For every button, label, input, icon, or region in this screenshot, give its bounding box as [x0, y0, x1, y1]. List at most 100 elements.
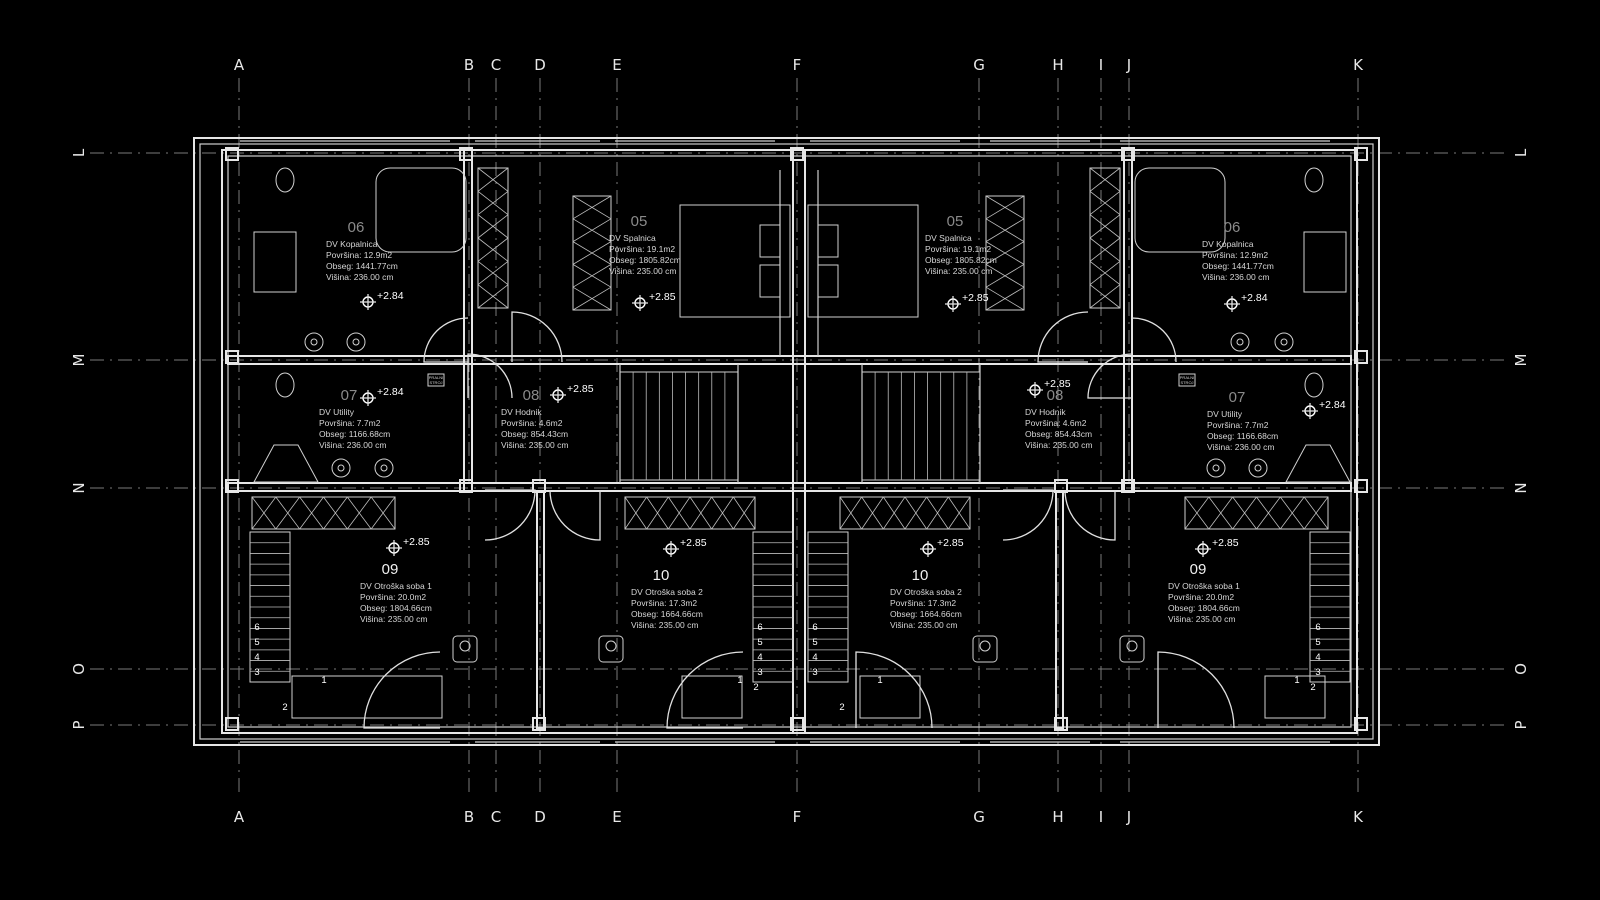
- furniture-mark: 2: [839, 702, 844, 713]
- wardrobe-hatch: [1256, 496, 1281, 530]
- wardrobe-hatch: [477, 237, 509, 262]
- pillow: [817, 264, 839, 298]
- door-entry: [363, 651, 441, 729]
- level-value: +2.85: [403, 536, 430, 548]
- grid-label-bottom: C: [491, 808, 501, 826]
- room-number: 08: [523, 387, 540, 404]
- toilet: [1304, 372, 1324, 398]
- stair-step-number: 6: [757, 622, 762, 633]
- column: [1354, 147, 1368, 161]
- room-height: Višina: 235.00 cm: [631, 620, 698, 630]
- furniture-mark: 2: [282, 702, 287, 713]
- stair-step-number: 5: [757, 637, 762, 648]
- sink: [346, 332, 366, 352]
- level-value: +2.85: [567, 383, 594, 395]
- desk: [291, 675, 443, 719]
- wardrobe-hatch: [251, 496, 277, 530]
- room-perimeter: Obseg: 1804.66cm: [360, 603, 432, 613]
- column: [790, 717, 804, 731]
- sink-drain: [1236, 338, 1244, 346]
- wall-N: [227, 482, 1352, 492]
- grid-label-bottom: K: [1353, 808, 1364, 826]
- grid-label-bottom: B: [464, 808, 474, 826]
- room-height: Višina: 235.00 cm: [501, 440, 568, 450]
- level-value: +2.85: [680, 537, 707, 549]
- wardrobe-hatch: [689, 496, 712, 530]
- bed: [679, 204, 791, 318]
- wall-B-left: [463, 149, 473, 492]
- stairs: [619, 371, 981, 481]
- room-name: DV Utility: [1207, 409, 1243, 419]
- furniture-mark: 1: [321, 675, 326, 686]
- room-area: Površina: 20.0m2: [1168, 592, 1234, 602]
- room-height: Višina: 236.00 cm: [1202, 272, 1269, 282]
- grid-label-left: P: [70, 720, 88, 729]
- room-perimeter: Obseg: 1166.68cm: [319, 429, 390, 439]
- wall-D-left: [536, 490, 545, 729]
- room-perimeter: Obseg: 1166.68cm: [1207, 431, 1278, 441]
- outer-wall: [193, 137, 1380, 746]
- chair: [1119, 635, 1145, 663]
- room-height: Višina: 236.00 cm: [1207, 442, 1274, 452]
- bath-cabinet: [253, 231, 297, 293]
- washing-machine: [427, 373, 445, 387]
- wardrobe-hatch: [985, 195, 1025, 220]
- wall-H-right: [1055, 490, 1064, 729]
- grid-label-right: M: [1512, 354, 1530, 367]
- door-bath: [1131, 317, 1177, 363]
- wardrobe-hatch: [299, 496, 324, 530]
- level-value: +2.84: [377, 290, 404, 302]
- chair: [972, 635, 998, 663]
- wardrobe-hatch: [733, 496, 756, 530]
- sink-drain: [1254, 464, 1262, 472]
- room-area: Površina: 4.6m2: [501, 418, 563, 428]
- grid-label-bottom: F: [793, 808, 802, 826]
- grid-label-top: E: [612, 56, 621, 74]
- column: [1354, 479, 1368, 493]
- room-area: Površina: 19.1m2: [925, 244, 991, 254]
- door-entry: [1157, 651, 1235, 729]
- grid-label-left: M: [70, 354, 88, 367]
- wardrobe-hatch: [711, 496, 734, 530]
- utility-unit: [253, 444, 319, 483]
- appliance-label: STROJ: [429, 380, 442, 385]
- level-value: +2.84: [1241, 292, 1268, 304]
- furniture-mark: 2: [753, 682, 758, 693]
- column: [1354, 350, 1368, 364]
- level-value: +2.85: [649, 291, 676, 303]
- wardrobe-hatch: [926, 496, 949, 530]
- room-perimeter: Obseg: 1804.66cm: [1168, 603, 1240, 613]
- pillow: [817, 224, 839, 258]
- wardrobe-hatch: [323, 496, 348, 530]
- room-name: DV Hodnik: [1025, 407, 1066, 417]
- wardrobe-hatch: [904, 496, 927, 530]
- pillow: [759, 224, 781, 258]
- wardrobe-hatch: [572, 195, 612, 220]
- room-name: DV Kopalnica: [1202, 239, 1254, 249]
- shower: [375, 167, 467, 253]
- level-value: +2.85: [962, 292, 989, 304]
- grid-label-bottom: A: [234, 808, 245, 826]
- room-height: Višina: 235.00 cm: [360, 614, 427, 624]
- stair-step-number: 3: [254, 667, 259, 678]
- doors: [363, 311, 1235, 729]
- wardrobe-hatch: [668, 496, 691, 530]
- sink-drain: [352, 338, 360, 346]
- room-perimeter: Obseg: 1441.77cm: [1202, 261, 1274, 271]
- wardrobe-hatch: [477, 214, 509, 239]
- sink-drain: [337, 464, 345, 472]
- grid-label-top: A: [234, 56, 245, 74]
- wardrobe-child: [1184, 496, 1329, 530]
- washing-machine: [1178, 373, 1196, 387]
- room-perimeter: Obseg: 1805.82cm: [925, 255, 997, 265]
- desk: [681, 675, 743, 719]
- room-height: Višina: 235.00 cm: [1025, 440, 1092, 450]
- door-child: [1002, 489, 1054, 541]
- stair-step-number: 4: [254, 652, 259, 663]
- room-number: 05: [947, 213, 964, 230]
- wardrobe-hatch: [477, 261, 509, 285]
- stair-step-number: 5: [812, 637, 817, 648]
- wardrobe-hatch: [572, 218, 612, 242]
- wardrobe-hatch: [839, 496, 862, 530]
